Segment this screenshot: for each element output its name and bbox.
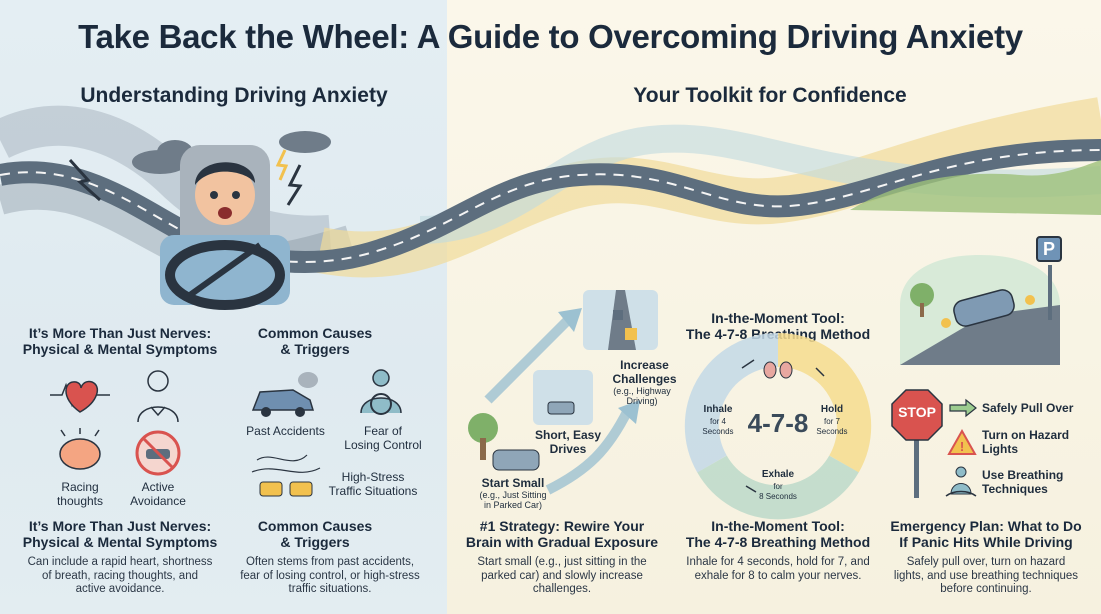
svg-text:!: ! <box>960 439 964 454</box>
pulled-over-car-illustration <box>900 255 1060 365</box>
hazard-warning-icon: ! <box>947 428 977 455</box>
shortness-of-breath-icon <box>137 370 179 423</box>
fear-of-control-icon <box>360 369 402 415</box>
causes-description: Often stems from past accidents,fear of … <box>240 556 420 595</box>
right-heading: Your Toolkit for Confidence <box>633 84 907 107</box>
arrow-right-icon <box>949 398 977 418</box>
causes-bottom-title: Common Causes& Triggers <box>257 518 373 550</box>
past-accidents-label: Past Accidents <box>246 424 325 438</box>
meditation-icon <box>945 466 977 497</box>
symptoms-bottom-title: It’s More Than Just Nerves:Physical & Me… <box>22 518 218 550</box>
brain-icon <box>59 428 101 470</box>
hold-label: Hold for 7 Seconds <box>816 404 848 436</box>
breathing-center-label: 4-7-8 <box>747 408 809 438</box>
page-title: Take Back the Wheel: A Guide to Overcomi… <box>78 18 1023 55</box>
heart-icon <box>50 380 110 413</box>
stop-sign-icon <box>891 389 943 498</box>
symptoms-title: It’s More Than Just Nerves:Physical & Me… <box>22 325 218 357</box>
breathing-bottom-title: In-the-Moment Tool:The 4-7-8 Breathing M… <box>685 518 871 550</box>
exposure-steps-illustration <box>468 290 658 495</box>
traffic-jam-icon <box>251 454 321 497</box>
no-driving-icon <box>135 430 181 476</box>
start-small-label: Start Small <box>481 476 545 490</box>
causes-title: Common Causes& Triggers <box>257 325 373 357</box>
crashed-car-icon <box>251 372 318 417</box>
exhale-label: Exhale for 8 Seconds <box>759 469 797 501</box>
parking-sign: P <box>1036 236 1062 262</box>
inhale-label: Inhale for 4 Seconds <box>702 404 734 436</box>
breathing-cycle-diagram <box>684 332 872 520</box>
pull-over-label: Safely Pull Over <box>982 401 1074 415</box>
stop-sign-text: STOP <box>898 404 936 420</box>
anxious-driver-illustration <box>160 145 290 310</box>
left-heading: Understanding Driving Anxiety <box>80 84 388 107</box>
